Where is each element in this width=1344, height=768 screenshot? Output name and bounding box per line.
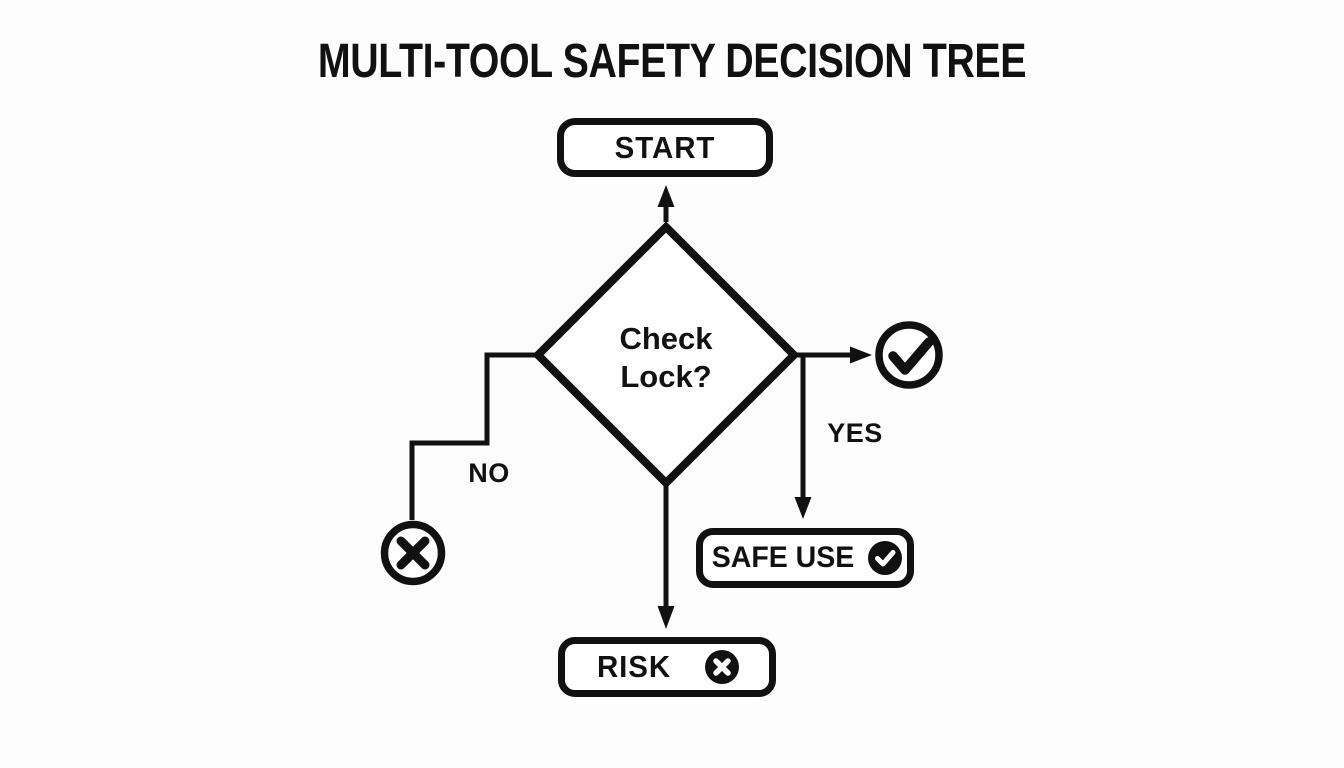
page-title: MULTI-TOOL SAFETY DECISION TREE [317, 35, 1027, 88]
safe-use-arrowhead-icon [794, 497, 812, 519]
risk-node-label: RISK [596, 649, 672, 684]
no-connector-line [409, 352, 538, 520]
check-circle-outline-icon [875, 321, 943, 389]
decision-label: Check Lock? [566, 320, 766, 396]
risk-arrowhead-icon [657, 606, 675, 629]
start-node-label: START [614, 129, 716, 165]
safe-use-node-label: SAFE USE [712, 541, 855, 574]
safe-use-node: SAFE USE [696, 528, 914, 588]
start-node: START [557, 118, 773, 177]
x-circle-outline-icon [380, 520, 446, 586]
decision-label-line1: Check [619, 321, 713, 356]
no-edge-label: NO [468, 458, 510, 488]
risk-node: RISK [558, 637, 776, 697]
check-badge-icon [867, 541, 902, 575]
yes-edge-label: YES [827, 418, 883, 448]
decision-label-line2: Lock? [620, 359, 712, 394]
start-arrowhead-icon [657, 185, 675, 207]
x-badge-icon [705, 650, 740, 684]
yes-arrowhead-icon [850, 346, 872, 364]
